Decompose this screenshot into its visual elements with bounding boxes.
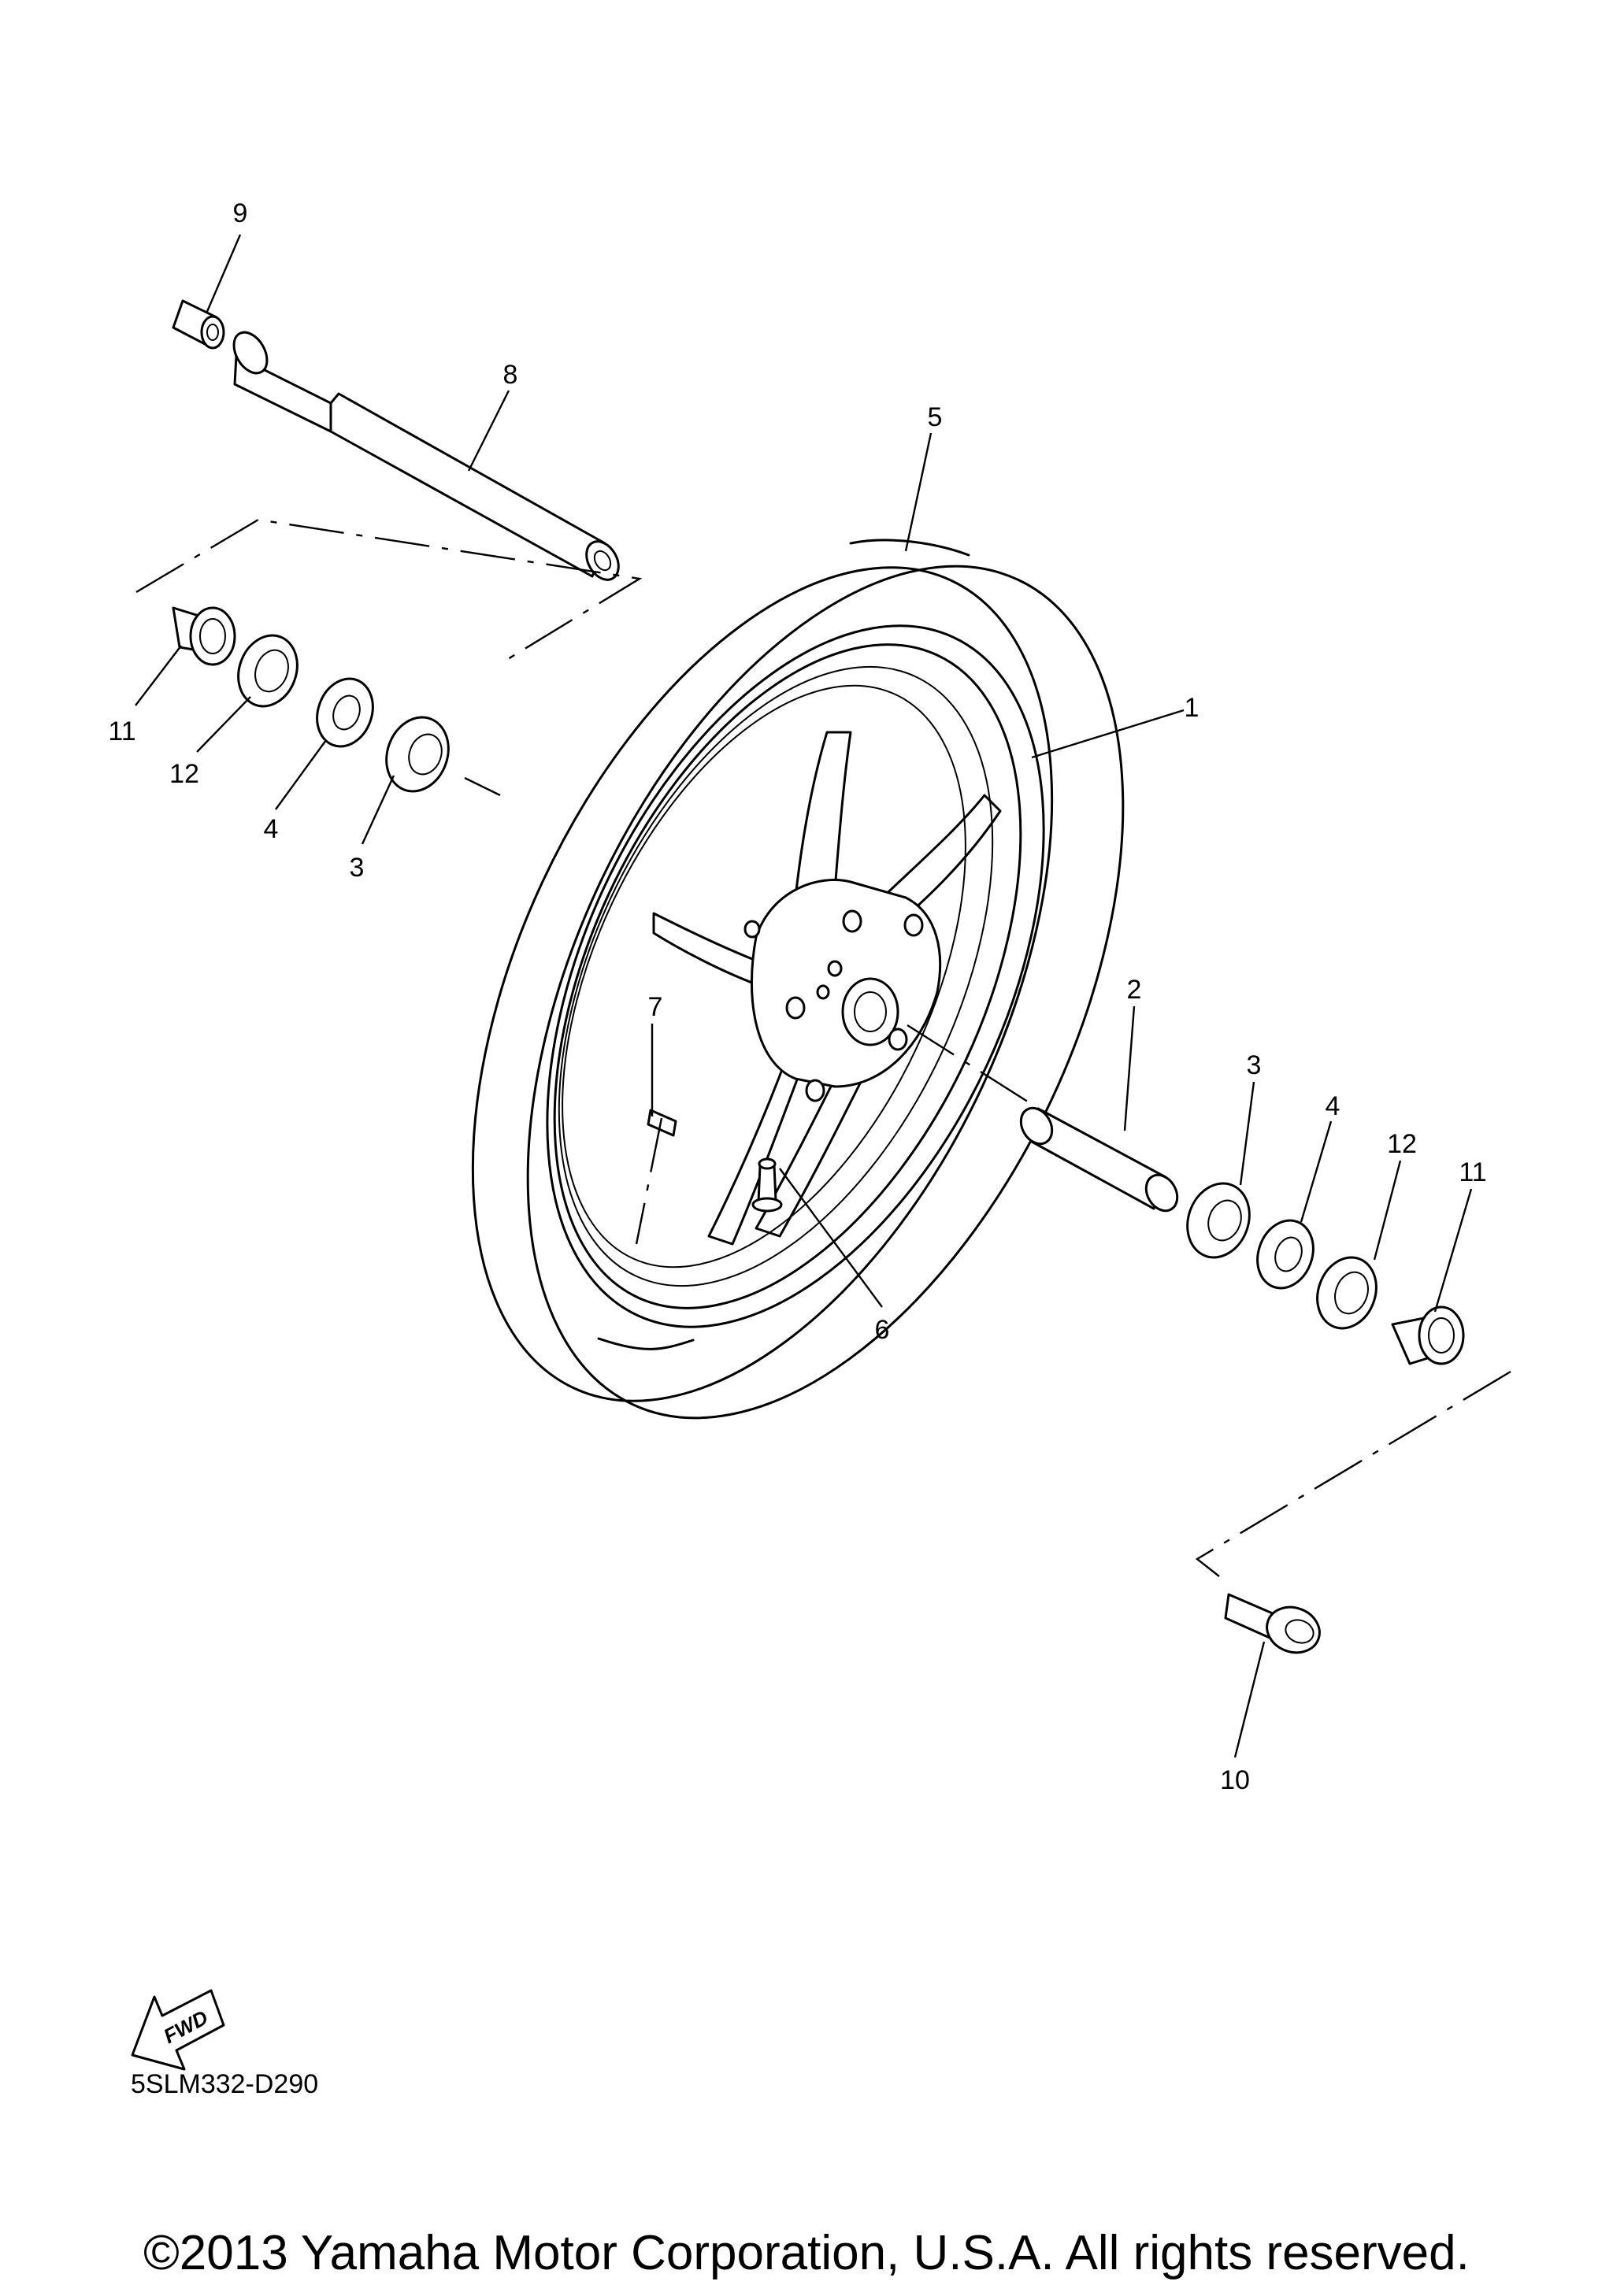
callout-4-left: 4 bbox=[264, 814, 279, 844]
rim-part-1 bbox=[546, 624, 1045, 1328]
callout-1: 1 bbox=[1185, 693, 1200, 723]
callout-11-right: 11 bbox=[1459, 1157, 1486, 1187]
leader-lines bbox=[135, 234, 1473, 1758]
callout-3-left: 3 bbox=[350, 853, 365, 883]
callout-6: 6 bbox=[875, 1315, 890, 1345]
valve-part-6 bbox=[751, 1157, 783, 1213]
callout-7: 7 bbox=[648, 992, 663, 1022]
callout-numbers: 9 8 5 1 11 12 4 3 7 2 3 4 12 11 6 10 bbox=[108, 198, 1486, 1795]
axle-part-8 bbox=[232, 331, 620, 581]
callout-10: 10 bbox=[1220, 1765, 1250, 1795]
right-parts-group bbox=[1019, 1106, 1465, 1365]
callout-4-right: 4 bbox=[1326, 1091, 1340, 1121]
copyright-notice: ©2013 Yamaha Motor Corporation, U.S.A. A… bbox=[143, 2226, 1470, 2280]
bolt-part-10 bbox=[1224, 1593, 1321, 1654]
tire-part-5 bbox=[471, 539, 1125, 1420]
callout-11-left: 11 bbox=[108, 717, 135, 746]
fwd-arrow-icon: FWD bbox=[131, 1989, 225, 2071]
wheel-hub bbox=[652, 731, 1002, 1246]
callout-12-left: 12 bbox=[169, 759, 199, 789]
diagram-code: 5SLM332-D290 bbox=[131, 2069, 319, 2099]
balance-weight-part-7 bbox=[647, 1109, 677, 1137]
callout-12-right: 12 bbox=[1387, 1129, 1417, 1159]
centerlines bbox=[135, 518, 1511, 1577]
callout-9: 9 bbox=[233, 198, 248, 228]
left-parts-group bbox=[172, 299, 450, 793]
callout-8: 8 bbox=[503, 360, 518, 390]
callout-2: 2 bbox=[1127, 975, 1142, 1005]
callout-3-right: 3 bbox=[1247, 1050, 1262, 1080]
callout-5: 5 bbox=[928, 402, 943, 432]
